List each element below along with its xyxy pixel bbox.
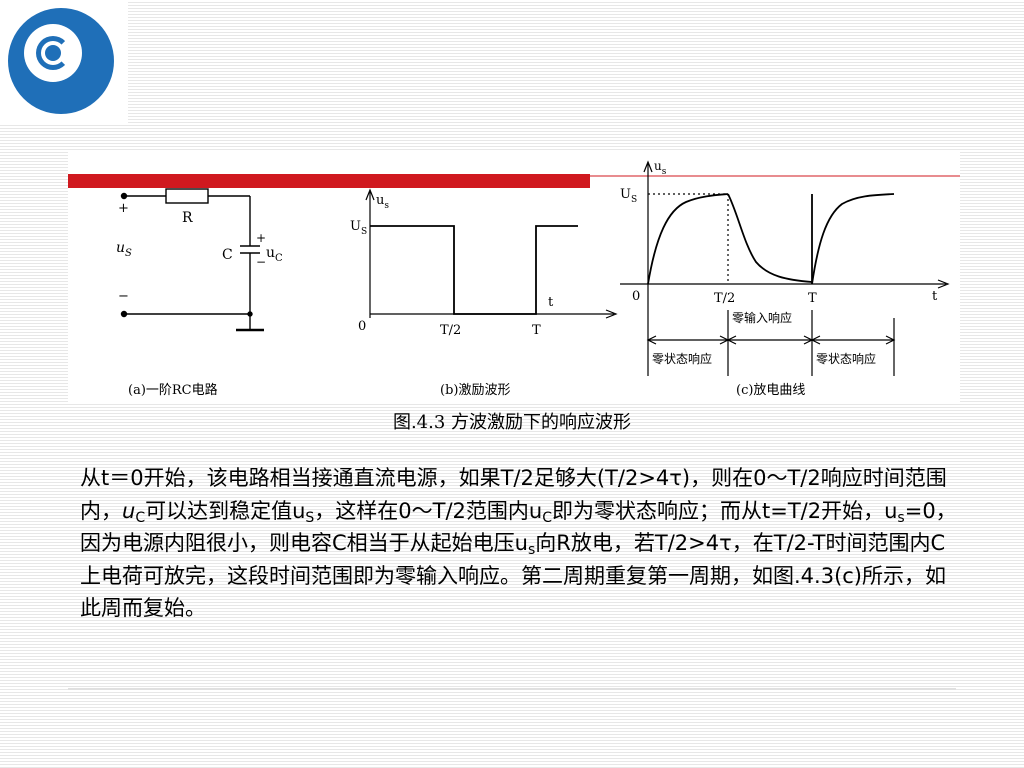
excitation-tick-full: T	[532, 323, 541, 338]
caption-a: (a)一阶RC电路	[128, 382, 218, 398]
bottom-divider	[68, 688, 956, 690]
excitation-wave	[370, 225, 578, 315]
logo-dot	[45, 45, 61, 61]
discharge-curve	[727, 193, 813, 283]
source-label: uS	[116, 240, 132, 259]
response-y-label: us	[654, 159, 667, 177]
body-paragraph: 从t＝0开始，该电路相当接通直流电源，如果T/2足够大(T/2>4τ)，则在0～…	[80, 466, 957, 620]
excitation-x-label: t	[548, 295, 554, 310]
caption-c: (c)放电曲线	[736, 383, 805, 398]
response-level-label: US	[620, 187, 637, 205]
logo-swirl	[36, 36, 70, 70]
cap-voltage-label: uC	[266, 245, 283, 264]
zero-state-label-2: 零状态响应	[816, 351, 876, 366]
excitation-origin: 0	[358, 319, 366, 334]
rc-circuit	[120, 188, 264, 332]
circuit-minus: −	[118, 289, 129, 304]
response-tick-half: T/2	[714, 291, 735, 306]
excitation-tick-half: T/2	[440, 323, 461, 338]
zero-state-label-1: 零状态响应	[652, 351, 712, 366]
accent-bar	[68, 174, 590, 188]
cap-minus: −	[256, 255, 266, 269]
excitation-y-label: us	[376, 193, 389, 211]
caption-b: (b)激励波形	[440, 383, 510, 398]
resistor-label: R	[182, 210, 193, 226]
zero-input-label: 零输入响应	[732, 310, 792, 325]
university-logo	[0, 0, 128, 123]
capacitor-label: C	[222, 247, 233, 263]
excitation-level-label: US	[350, 219, 367, 237]
response-origin: 0	[632, 289, 640, 304]
response-region-markers	[646, 300, 896, 376]
response-axes	[620, 160, 950, 300]
response-tick-full: T	[808, 291, 817, 306]
charge-curve-2	[811, 193, 895, 285]
cap-plus: +	[256, 231, 266, 245]
excitation-axes	[365, 188, 618, 319]
response-x-label: t	[932, 289, 938, 304]
figure-caption: 图.4.3 方波激励下的响应波形	[392, 412, 632, 433]
charge-curve-1	[647, 193, 729, 285]
circuit-plus: +	[118, 201, 129, 216]
